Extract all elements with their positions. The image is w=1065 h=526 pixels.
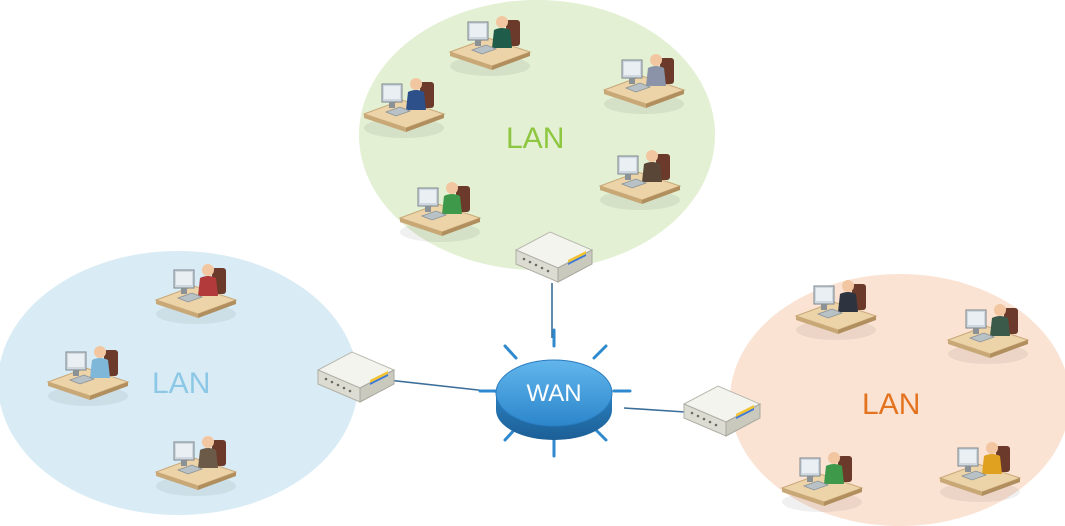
wan-hub: WAN bbox=[478, 328, 632, 458]
lan-left-label: LAN bbox=[152, 367, 210, 400]
lan-right-label: LAN bbox=[862, 388, 920, 421]
lan-left-area bbox=[0, 251, 358, 515]
link-wan-right bbox=[623, 407, 686, 413]
wan-label: WAN bbox=[526, 380, 581, 407]
link-wan-left bbox=[387, 379, 497, 393]
lan-top-label: LAN bbox=[506, 122, 564, 155]
